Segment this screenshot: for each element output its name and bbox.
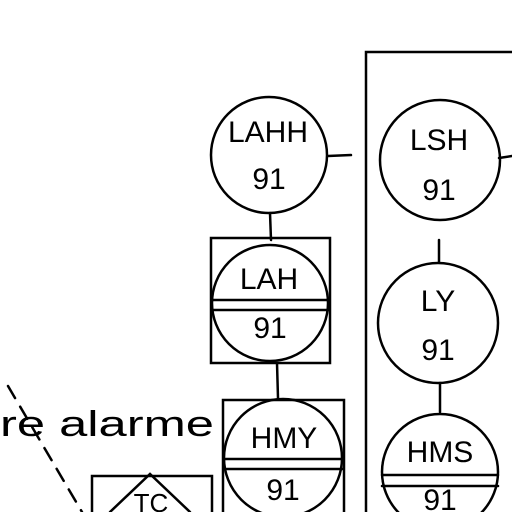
instrument-lsh-91 <box>378 98 502 222</box>
lsh-signal-line <box>497 154 512 160</box>
hmy-loop-number: 91 <box>266 474 299 507</box>
panel-enclosure <box>364 50 512 512</box>
tc-block <box>90 472 214 512</box>
lah-loop-number: 91 <box>253 312 286 345</box>
lsh-loop-number: 91 <box>422 174 455 207</box>
lahh-tag-label: LAHH <box>228 116 308 149</box>
dashed-signal-line <box>6 384 84 512</box>
lah-to-hmy-line <box>275 361 280 400</box>
tc-label: TC <box>134 488 169 512</box>
alarm-annotation: re alarme <box>0 403 214 444</box>
hms-loop-number: 91 <box>423 484 456 512</box>
hms-tag-label: HMS <box>407 436 474 469</box>
instrument-lah-91 <box>209 236 332 365</box>
instrument-hms-91 <box>380 412 500 512</box>
hmy-tag-label: HMY <box>251 422 318 455</box>
ly-tag-label: LY <box>421 285 455 318</box>
lah-tag-label: LAH <box>240 263 298 296</box>
lahh-to-lah-line <box>268 211 273 242</box>
lsh-tag-label: LSH <box>410 124 468 157</box>
ly-loop-number: 91 <box>421 334 454 367</box>
lahh-loop-number: 91 <box>252 163 285 196</box>
instrument-ly-91 <box>376 261 500 385</box>
instrument-hmy-91 <box>221 397 346 512</box>
lahh-signal-line <box>326 153 353 158</box>
